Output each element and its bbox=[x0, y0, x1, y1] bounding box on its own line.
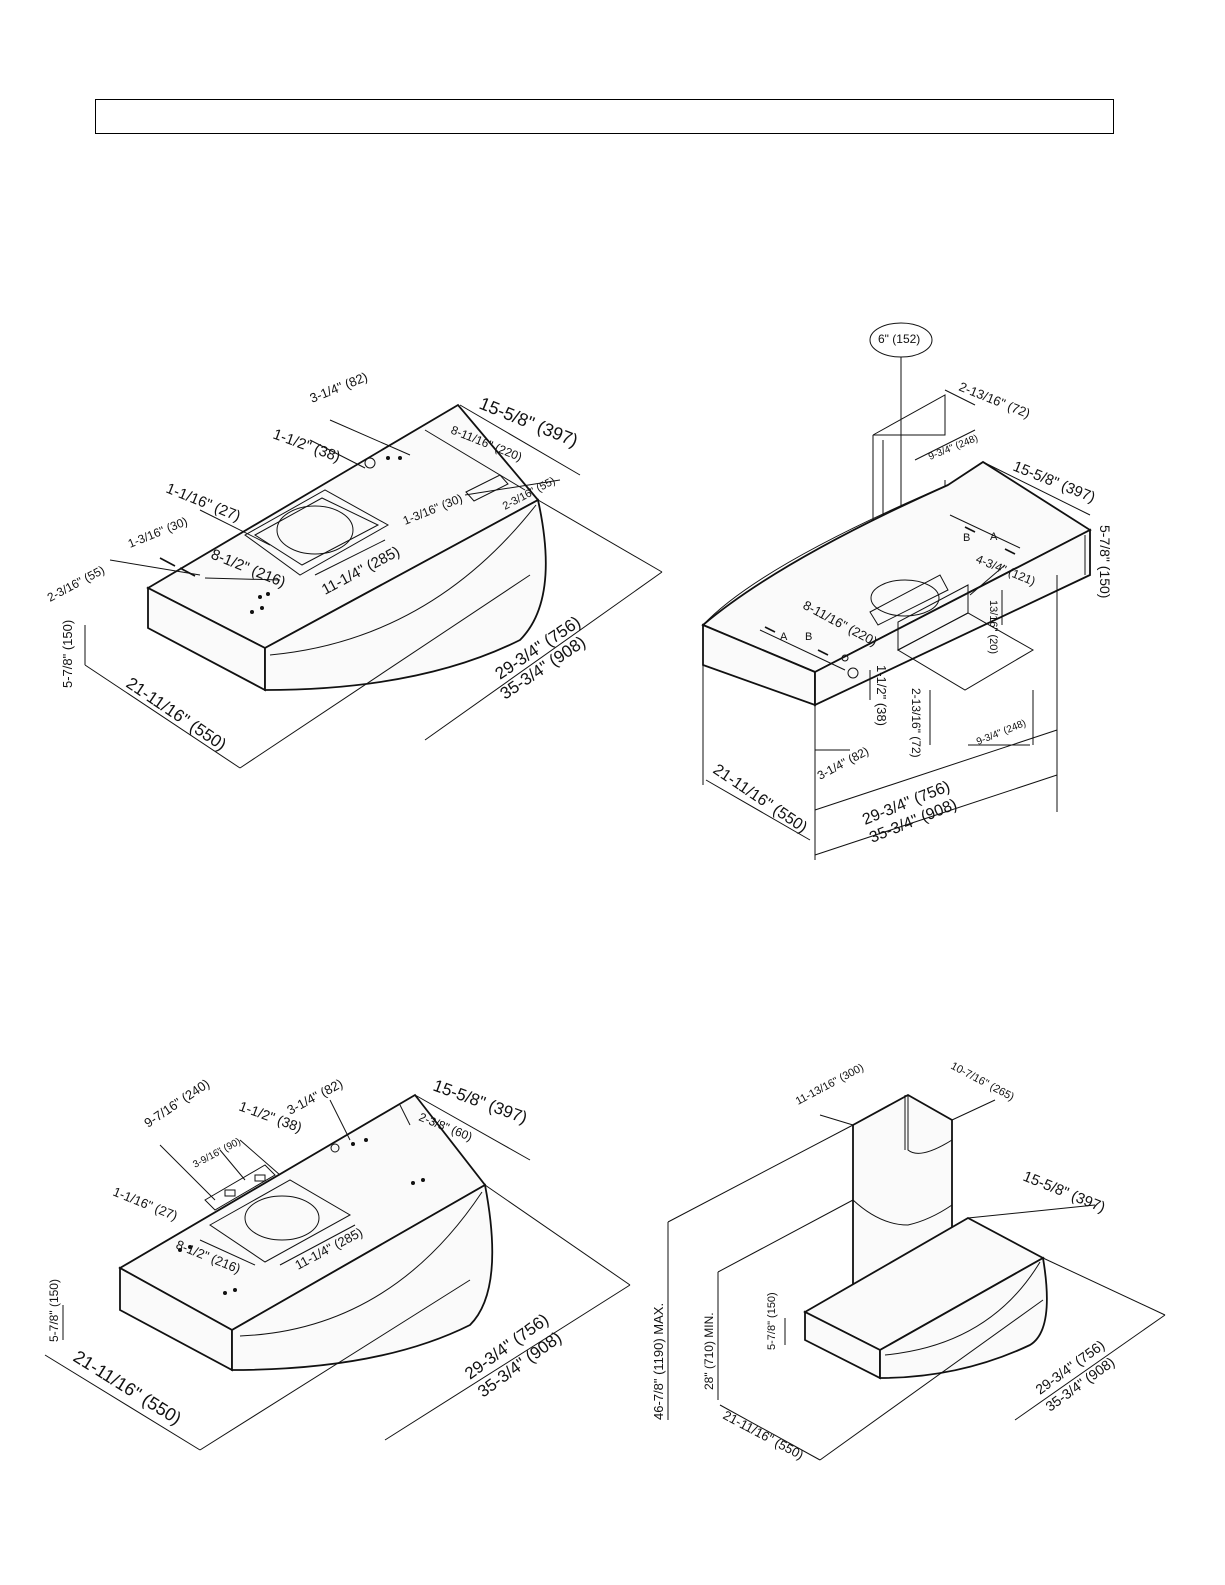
label-5-7-8: 5-7/8" (150) bbox=[47, 1279, 61, 1342]
view-top-right: 6" (152) 2-13/16" (72) 9-3/4" (248) 15-5… bbox=[701, 322, 1113, 860]
blower-outline bbox=[244, 489, 390, 576]
label-2-13-16-top: 2-13/16" (72) bbox=[957, 379, 1033, 421]
label-6: 6" (152) bbox=[878, 332, 920, 346]
label-5-7-8: 5-7/8" (150) bbox=[1097, 525, 1113, 598]
duct-circle bbox=[276, 505, 354, 555]
label-1-1-2: 1-1/2" (38) bbox=[271, 426, 343, 466]
label-1-3-16-left: 1-3/16" (30) bbox=[126, 514, 190, 551]
label-21-11-16: 21-11/16" (550) bbox=[710, 761, 810, 836]
label-3-9-16: 3-9/16" (90) bbox=[191, 1136, 242, 1170]
label-11-13-16: 11-13/16" (300) bbox=[794, 1062, 866, 1108]
view-bottom-left: 9-7/16" (240) 3-9/16" (90) 1-1/2" (38) 3… bbox=[44, 1076, 631, 1451]
hood-body-top-right bbox=[701, 460, 1092, 673]
duct-circle bbox=[244, 1195, 320, 1241]
label-2-13-16-bottom: 2-13/16" (72) bbox=[909, 688, 923, 758]
label-9-7-16: 9-7/16" (240) bbox=[141, 1076, 212, 1131]
label-15-5-8: 15-5/8" (397) bbox=[1021, 1168, 1108, 1216]
label-10-7-16: 10-7/16" (265) bbox=[949, 1060, 1016, 1103]
label-a-left: A bbox=[780, 631, 788, 643]
blower-outline bbox=[209, 1179, 352, 1263]
label-9-3-4-top: 9-3/4" (248) bbox=[927, 433, 980, 463]
view-top-left: 3-1/4" (82) 1-1/2" (38) 15-5/8" (397) 8-… bbox=[45, 369, 663, 769]
label-1-1-16: 1-1/16" (27) bbox=[111, 1184, 180, 1223]
label-b-left: B bbox=[805, 631, 812, 643]
label-b-right: B bbox=[963, 532, 970, 544]
label-28: 28" (710) MIN. bbox=[702, 1312, 716, 1390]
label-9-3-4-bottom: 9-3/4" (248) bbox=[975, 718, 1028, 748]
label-21-11-16: 21-11/16" (550) bbox=[721, 1407, 807, 1462]
label-5-7-8: 5-7/8" (150) bbox=[60, 620, 75, 688]
label-2-3-16-left: 2-3/16" (55) bbox=[45, 563, 107, 605]
label-3-1-4: 3-1/4" (82) bbox=[308, 369, 370, 406]
label-13-16: 13/16" (20) bbox=[987, 600, 999, 654]
view-bottom-right: 11-13/16" (300) 10-7/16" (265) 15-5/8" (… bbox=[651, 1060, 1166, 1462]
label-5-7-8: 5-7/8" (150) bbox=[766, 1292, 778, 1350]
label-46-7-8: 46-7/8" (1190) MAX. bbox=[651, 1303, 666, 1420]
label-1-1-2: 1-1/2" (38) bbox=[874, 665, 889, 726]
label-21-11-16: 21-11/16" (550) bbox=[70, 1346, 185, 1428]
title-box bbox=[95, 99, 1114, 134]
label-21-11-16: 21-11/16" (550) bbox=[123, 674, 230, 755]
label-a-right: A bbox=[990, 531, 998, 543]
